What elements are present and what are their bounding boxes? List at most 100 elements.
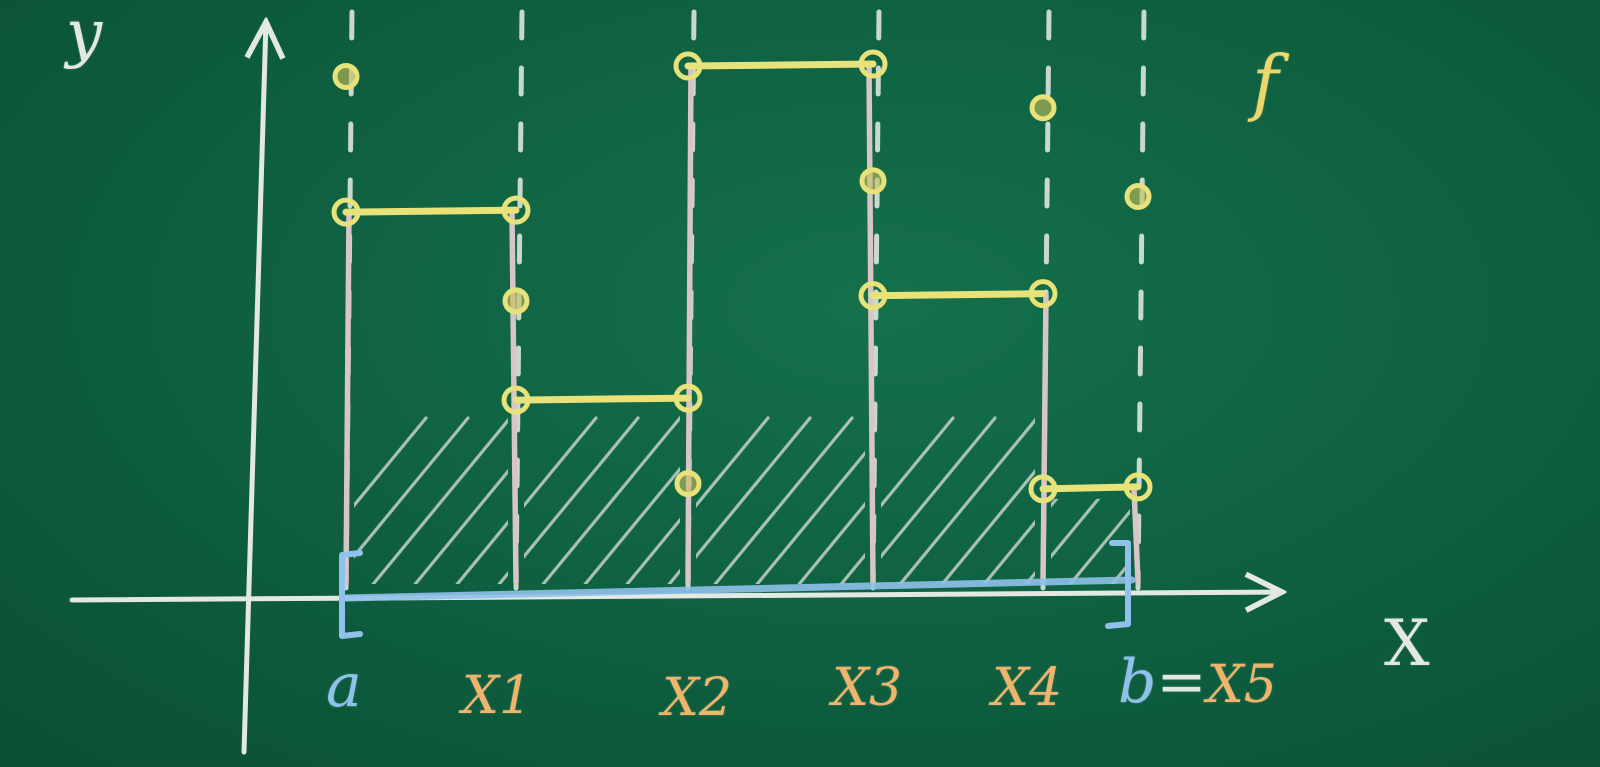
hatch-stroke xyxy=(792,418,932,588)
step-endpoint-left-4 xyxy=(1028,474,1058,504)
point-layer xyxy=(331,49,1153,504)
hatch-stroke xyxy=(1048,418,1188,588)
hatch-layer xyxy=(354,416,1524,588)
hatch-stroke xyxy=(696,416,812,559)
step-segment-1 xyxy=(512,394,692,404)
point-value-4 xyxy=(1029,94,1057,122)
point-value-3 xyxy=(859,167,887,195)
partition-label-a: a xyxy=(326,651,362,721)
partition-vertical-5 xyxy=(1131,486,1141,585)
x-axis-label: X xyxy=(1384,607,1430,681)
hatch-stroke xyxy=(583,466,680,584)
partition-vertical-2 xyxy=(685,63,694,585)
hatch-stroke xyxy=(1235,418,1375,588)
partition-label-x3: X3 xyxy=(832,658,903,718)
hatch-stroke xyxy=(881,416,955,508)
hatch-stroke xyxy=(834,418,974,588)
step-segment-4 xyxy=(1039,483,1142,493)
interval-bracket-left xyxy=(339,550,363,639)
step-segment-3 xyxy=(869,290,1047,300)
hatch-stroke xyxy=(1384,418,1524,588)
interval-ab xyxy=(342,576,1136,602)
function-label: f xyxy=(1252,40,1279,124)
dashed-guide-layer xyxy=(343,9,1147,591)
dashed-guide-5 xyxy=(1135,9,1147,591)
y-axis-line xyxy=(241,22,266,755)
interval-bracket-right xyxy=(1105,540,1131,629)
hatch-stroke xyxy=(1068,508,1130,585)
hatch-stroke xyxy=(874,418,1014,588)
hatch-stroke xyxy=(964,418,1104,588)
partition-vertical-1 xyxy=(509,209,519,585)
hatch-stroke xyxy=(832,418,972,588)
hatch-region-3 xyxy=(881,416,1415,588)
hatch-stroke xyxy=(1051,498,1101,559)
hatch-stroke xyxy=(354,416,428,508)
hatch-stroke xyxy=(696,416,770,508)
equals-sign: = xyxy=(1156,647,1207,717)
step-endpoint-right-1 xyxy=(673,383,703,413)
partition-vertical-0 xyxy=(343,209,352,585)
x-axis-line xyxy=(69,592,1282,600)
step-endpoint-left-1 xyxy=(501,385,531,415)
hatch-stroke xyxy=(755,450,865,584)
y-axis-label: y xyxy=(66,0,103,71)
step-segment-0 xyxy=(342,206,520,216)
hatch-stroke xyxy=(524,416,598,508)
step-endpoint-left-2 xyxy=(673,51,703,81)
hatch-stroke xyxy=(881,416,997,559)
hatch-stroke xyxy=(880,418,1020,588)
hatch-stroke xyxy=(839,552,865,584)
hatch-stroke xyxy=(1300,418,1440,588)
partition-label-x4: X4 xyxy=(992,658,1063,718)
hatch-stroke xyxy=(371,417,508,584)
partition-vertical-3 xyxy=(866,63,876,585)
hatch-stroke xyxy=(1275,418,1415,588)
hatch-stroke xyxy=(1174,418,1314,588)
hatch-stroke xyxy=(354,416,470,559)
hatch-stroke xyxy=(625,517,680,584)
hatch-stroke xyxy=(1342,418,1482,588)
hatch-stroke xyxy=(1051,498,1059,508)
hatch-region-4 xyxy=(1051,418,1375,588)
step-layer xyxy=(342,60,1142,493)
step-endpoint-right-4 xyxy=(1123,472,1153,502)
hatch-stroke xyxy=(797,501,865,584)
step-endpoint-left-3 xyxy=(858,281,888,311)
hatch-stroke xyxy=(713,416,854,584)
hatch-stroke xyxy=(1151,418,1291,588)
step-endpoint-right-3 xyxy=(1028,279,1058,309)
hatch-stroke xyxy=(1191,418,1331,588)
point-value-0 xyxy=(332,62,360,90)
hatch-stroke xyxy=(1090,418,1230,588)
step-segment-2 xyxy=(684,60,877,70)
partition-vertical-4 xyxy=(1040,292,1049,585)
hatch-stroke xyxy=(940,468,1035,584)
hatch-stroke xyxy=(1216,418,1356,588)
interval-layer xyxy=(339,540,1136,639)
hatch-region-1 xyxy=(524,416,1016,588)
hatch-region-2 xyxy=(696,416,1524,588)
partition-label-b-equals-x5: b=X5 xyxy=(1118,652,1277,712)
hatch-stroke xyxy=(541,416,680,584)
partition-label-x2: X2 xyxy=(662,668,733,728)
partition-label-x5: X5 xyxy=(1206,655,1277,715)
hatch-stroke xyxy=(898,417,1035,584)
point-value-5 xyxy=(1124,183,1152,210)
hatch-stroke xyxy=(413,468,508,584)
hatch-stroke xyxy=(1258,418,1398,588)
hatch-stroke xyxy=(876,418,1016,588)
hatch-stroke xyxy=(750,418,890,588)
hatch-stroke xyxy=(982,519,1035,584)
hatch-stroke xyxy=(1233,418,1373,588)
point-value-2 xyxy=(674,470,702,498)
point-value-1 xyxy=(502,287,530,315)
hatch-stroke xyxy=(455,519,508,584)
hatch-stroke xyxy=(524,416,640,559)
partition-label-b: b xyxy=(1118,647,1157,717)
step-endpoint-right-0 xyxy=(501,195,531,225)
step-endpoint-left-0 xyxy=(331,197,361,227)
hatch-stroke xyxy=(708,418,848,588)
